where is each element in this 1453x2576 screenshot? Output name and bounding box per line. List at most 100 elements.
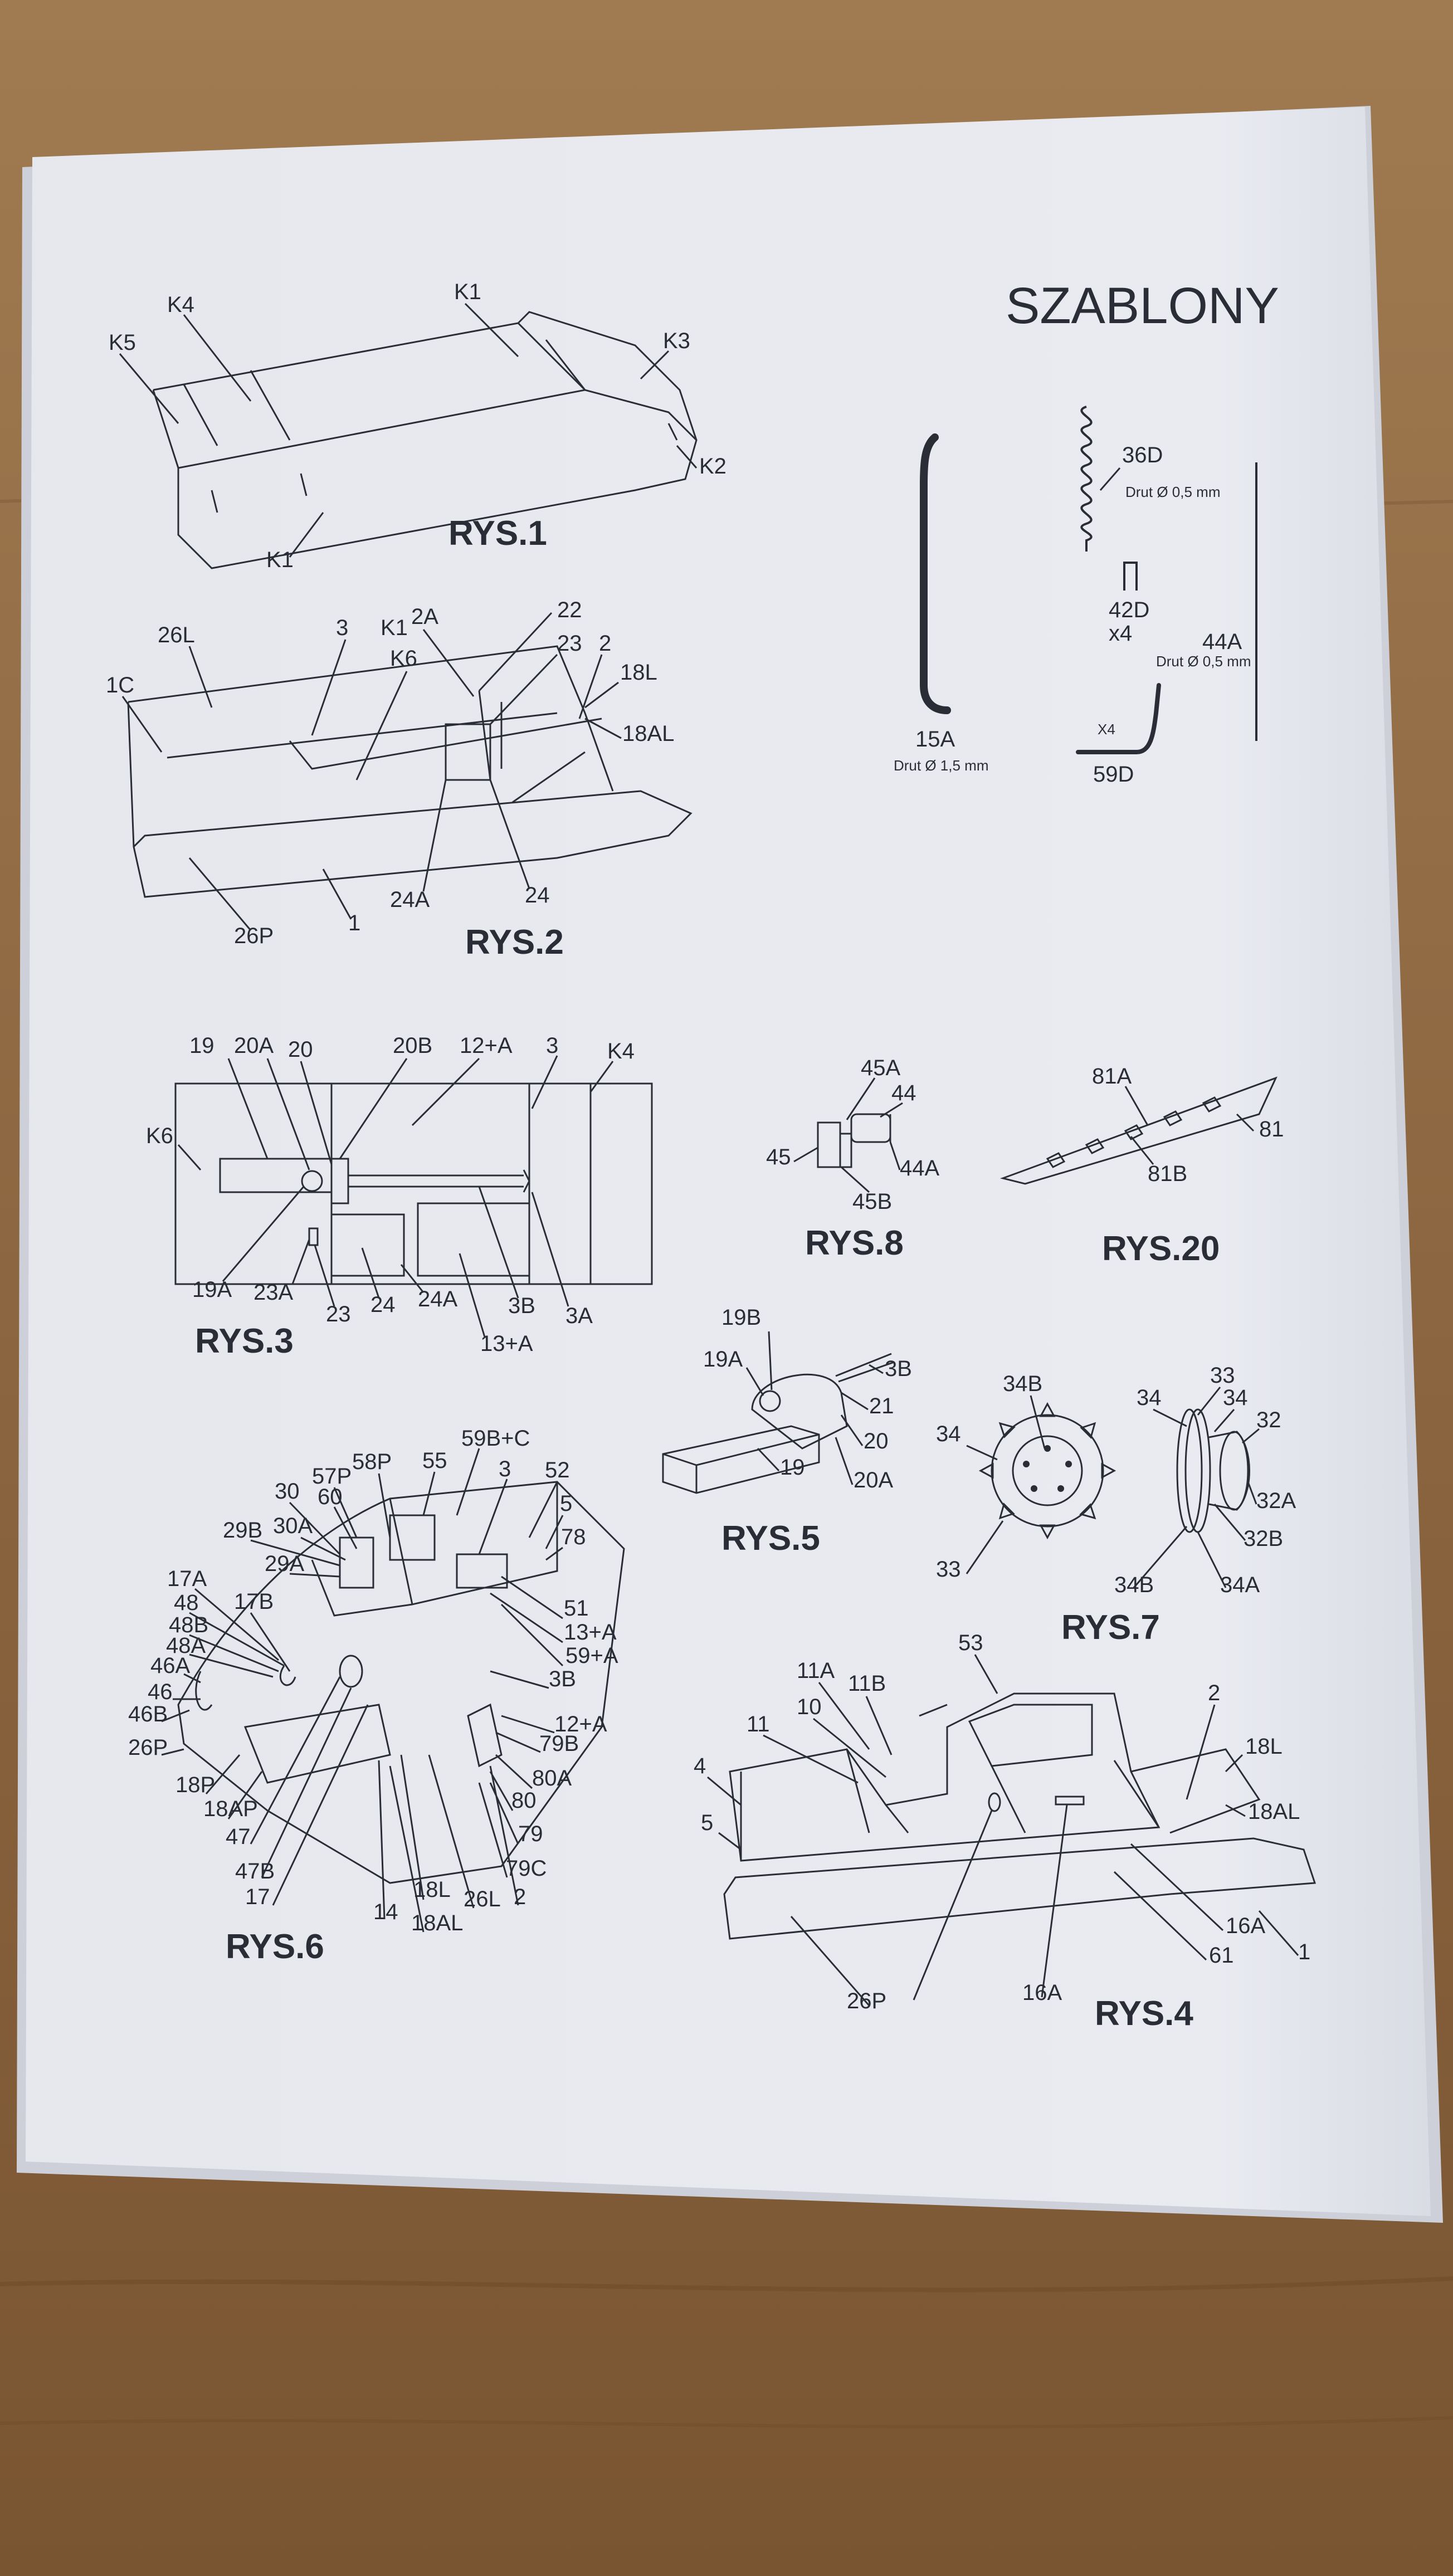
rys6-label-13a: 13+A	[564, 1620, 617, 1645]
rys7-label-34b-top: 34B	[1003, 1372, 1042, 1396]
figure-rys2: 26L 3 K1 2A 22 K6 23 2 1C 18L 18AL 24A 2…	[106, 598, 693, 962]
rys1-title: RYS.1	[448, 514, 547, 553]
rys4-label-11: 11	[747, 1712, 770, 1736]
rys8-label-45a: 45A	[861, 1056, 900, 1080]
rys4-label-2: 2	[1208, 1681, 1220, 1705]
rys3-label-24: 24	[370, 1292, 396, 1317]
rys5-label-19b: 19B	[721, 1305, 761, 1330]
figure-rys3: 19 20A 20 20B 12+A 3 K4 K6 19A 23A 23 24…	[146, 1033, 653, 1360]
rys8-label-45b: 45B	[852, 1189, 892, 1214]
rys6-label-17a: 17A	[167, 1567, 207, 1591]
rys7-title: RYS.7	[1061, 1608, 1160, 1647]
rys2-label-1: 1	[348, 911, 360, 935]
rys20-title: RYS.20	[1102, 1230, 1220, 1268]
rys6-label-18p: 18P	[175, 1773, 215, 1797]
rys3-label-19: 19	[189, 1033, 214, 1058]
rys3-label-20b: 20B	[393, 1033, 432, 1058]
rys8-title: RYS.8	[805, 1224, 904, 1262]
rys5-label-20: 20	[864, 1429, 889, 1453]
rys4-label-16a-right: 16A	[1226, 1914, 1265, 1938]
rys1-label-k5: K5	[109, 330, 136, 355]
rys6-title: RYS.6	[226, 1928, 324, 1966]
figure-rys6: 59B+C 58P 55 3 52 57P 30 60 5 29B 30A 78…	[128, 1426, 625, 1966]
rys6-label-3b: 3B	[549, 1667, 576, 1691]
rys4-label-53: 53	[958, 1631, 983, 1655]
rys8-label-44a: 44A	[900, 1156, 939, 1180]
rys6-label-18ap: 18AP	[203, 1797, 258, 1821]
rys6-label-47: 47	[226, 1824, 251, 1849]
rys6-label-30: 30	[275, 1479, 300, 1504]
rys1-label-k1-top: K1	[454, 280, 481, 304]
rys7-label-34-left: 34	[936, 1422, 961, 1446]
rys6-label-14: 14	[373, 1900, 398, 1924]
rys6-label-48a: 48A	[166, 1633, 206, 1658]
rys4-label-5: 5	[701, 1811, 713, 1835]
rys4-title: RYS.4	[1095, 1994, 1193, 2033]
template-36d-note: Drut Ø 0,5 mm	[1125, 484, 1220, 500]
rys5-label-3b: 3B	[885, 1357, 912, 1381]
rys7-label-33-top: 33	[1210, 1363, 1235, 1388]
rys6-label-17: 17	[245, 1885, 270, 1909]
rys3-label-3a: 3A	[565, 1304, 593, 1328]
figure-rys8: 45A 44 45 44A 45B RYS.8	[766, 1056, 939, 1262]
rys2-label-18l: 18L	[620, 660, 657, 685]
rys2-label-2: 2	[599, 631, 611, 656]
template-36d-label: 36D	[1122, 443, 1163, 467]
rys3-label-24a: 24A	[418, 1287, 457, 1311]
rys4-label-18l: 18L	[1245, 1734, 1283, 1759]
rys6-label-51: 51	[564, 1596, 589, 1621]
template-15a-note: Drut Ø 1,5 mm	[894, 757, 988, 774]
rys6-label-59bc: 59B+C	[461, 1426, 530, 1451]
rys6-label-46: 46	[148, 1680, 173, 1704]
rys5-label-19a: 19A	[703, 1347, 743, 1372]
rys6-label-57p: 57P	[312, 1464, 352, 1489]
rys1-label-k3: K3	[663, 329, 690, 353]
rys6-label-55: 55	[422, 1448, 447, 1473]
rys6-label-46a: 46A	[150, 1653, 190, 1678]
rys3-title: RYS.3	[195, 1322, 294, 1360]
rys2-title: RYS.2	[465, 923, 564, 962]
rys6-label-58p: 58P	[352, 1450, 392, 1474]
rys6-label-18l: 18L	[413, 1877, 451, 1902]
rys4-label-4: 4	[694, 1754, 706, 1778]
rys2-label-26p: 26P	[234, 924, 274, 948]
rys3-label-3: 3	[546, 1033, 558, 1058]
rys4-label-11a: 11A	[797, 1658, 835, 1683]
rys5-label-21: 21	[869, 1394, 894, 1418]
sprocket-wheel-side	[1176, 1408, 1250, 1533]
rys3-label-19a: 19A	[192, 1277, 232, 1302]
rys2-label-24a: 24A	[390, 887, 430, 912]
figure-rys1: K1 K4 K5 K3 K2 K1 RYS.1	[109, 280, 726, 572]
rys3-label-k4: K4	[607, 1039, 635, 1063]
rys1-label-k2: K2	[699, 454, 726, 479]
rys3-label-20a: 20A	[234, 1033, 274, 1058]
template-59d-label: 59D	[1093, 762, 1134, 787]
figure-rys5: 19B 19A 3B 21 20 19 20A RYS.5	[662, 1305, 912, 1558]
template-36d-spring	[1080, 406, 1093, 552]
rys7-label-34-mid: 34	[1137, 1385, 1162, 1410]
rys2-label-1c: 1C	[106, 673, 134, 697]
rys7-label-32: 32	[1256, 1408, 1281, 1432]
rys6-label-52: 52	[545, 1458, 570, 1482]
figure-rys20: 81A 81 81B RYS.20	[999, 1064, 1284, 1268]
rys5-label-19: 19	[780, 1455, 805, 1480]
rys2-label-22: 22	[557, 598, 582, 622]
rys7-label-34b-bottom: 34B	[1114, 1573, 1154, 1597]
rys6-label-48: 48	[174, 1591, 199, 1615]
rys6-label-5: 5	[560, 1491, 572, 1516]
rys6-label-2: 2	[514, 1885, 526, 1909]
rys4-label-10: 10	[797, 1695, 822, 1719]
rys3-label-k6: K6	[146, 1124, 173, 1148]
rys4-label-11b: 11B	[848, 1671, 886, 1696]
rys8-label-44: 44	[891, 1081, 916, 1105]
figure-rys4: 53 11A 11B 2 10 11 18L 4 18AL 5 16A 61 1…	[694, 1631, 1317, 2033]
rys7-label-34-right: 34	[1223, 1385, 1248, 1410]
rys20-label-81a: 81A	[1092, 1064, 1132, 1089]
rys2-label-23: 23	[557, 631, 582, 656]
rys20-label-81: 81	[1259, 1117, 1284, 1141]
rys3-label-23: 23	[326, 1302, 351, 1326]
rys4-label-1: 1	[1298, 1940, 1310, 1964]
rys2-label-18al: 18AL	[622, 721, 674, 746]
wire-templates: 15A Drut Ø 1,5 mm 36D Drut Ø 0,5 mm 42D …	[894, 406, 1257, 787]
